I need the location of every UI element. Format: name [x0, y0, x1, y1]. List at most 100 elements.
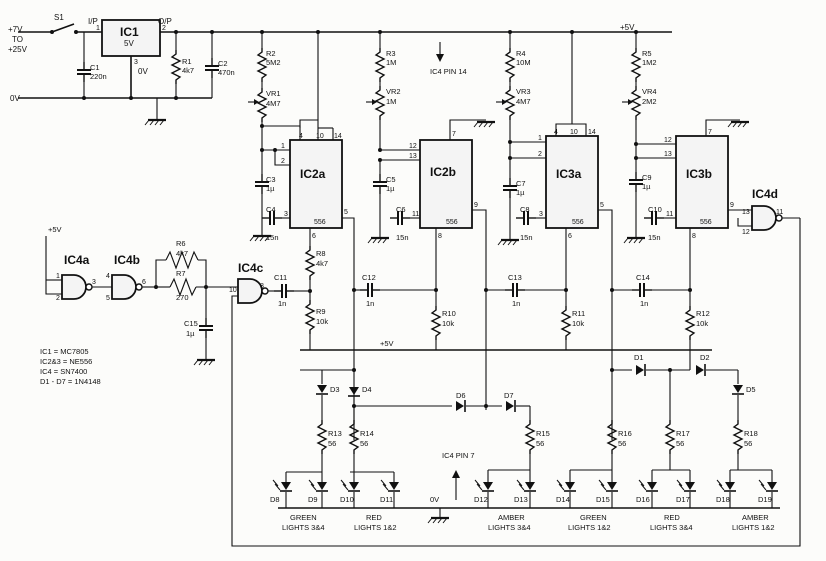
c6-label: C6	[396, 205, 406, 214]
c5-label: C5	[386, 175, 396, 184]
d8-label: D8	[270, 495, 280, 504]
ic2b-pin9: 9	[474, 202, 478, 209]
ic3b-pin13: 13	[664, 151, 672, 158]
d17-label: D17	[676, 495, 690, 504]
r11-label: R11	[572, 309, 585, 318]
c13-value: 1n	[512, 299, 520, 308]
regulator-ic1	[101, 19, 161, 57]
reg-in-pin: 1	[96, 25, 100, 32]
d12-label: D12	[474, 495, 488, 504]
ic2b-pin13: 13	[409, 153, 417, 160]
r14-label: R14	[360, 429, 374, 438]
c11-label: C11	[274, 273, 287, 282]
legend-ic1: IC1 = MC7805	[40, 347, 89, 356]
ic4a-pin2: 2	[56, 295, 60, 302]
c3-value: 1µ	[266, 184, 275, 193]
c8-value: 15n	[520, 233, 533, 242]
ic3b-pin7: 7	[708, 129, 712, 136]
d3-label: D3	[330, 385, 340, 394]
c9-value: 1µ	[642, 182, 651, 191]
legend-diodes: D1 - D7 = 1N4148	[40, 377, 101, 386]
c13-label: C13	[508, 273, 522, 282]
c4-value: 15n	[266, 233, 279, 242]
ic2a-timer	[289, 139, 343, 229]
r15-label: R15	[536, 429, 550, 438]
r15-value: 56	[536, 439, 544, 448]
d5-label: D5	[746, 385, 756, 394]
r13-label: R13	[328, 429, 342, 438]
r16-label: R16	[618, 429, 632, 438]
ic3a-type: 556	[572, 219, 584, 226]
r12-label: R12	[696, 309, 710, 318]
led-ground-label: 0V	[430, 495, 439, 504]
legend-ic23: IC2&3 = NE556	[40, 357, 92, 366]
ic4a-pin3: 3	[92, 279, 96, 286]
c3-label: C3	[266, 175, 276, 184]
r10-value: 10k	[442, 319, 454, 328]
ic3a-timer	[545, 135, 599, 229]
group-5-lights: LIGHTS 3&4	[650, 523, 693, 532]
group-2-lights: LIGHTS 1&2	[354, 523, 397, 532]
ic3a-pin1: 1	[538, 135, 542, 142]
ic4d-label: IC4d	[752, 187, 778, 201]
ic3a-label: IC3a	[556, 167, 582, 181]
ic4c-pin8: 8	[260, 283, 264, 290]
ic2a-pin5: 5	[344, 209, 348, 216]
ic3b-pin9: 9	[730, 202, 734, 209]
ic4-supply-label: +5V	[48, 225, 62, 234]
c2-label: C2	[218, 59, 228, 68]
d13-label: D13	[514, 495, 528, 504]
mid-rail-label: +5V	[380, 339, 394, 348]
c10-value: 15n	[648, 233, 661, 242]
d15-label: D15	[596, 495, 610, 504]
ic2b-type: 556	[446, 219, 458, 226]
c14-value: 1n	[640, 299, 648, 308]
c9-label: C9	[642, 173, 652, 182]
group-6-lights: LIGHTS 1&2	[732, 523, 775, 532]
group-1-lights: LIGHTS 3&4	[282, 523, 325, 532]
ic2b-timer	[419, 139, 473, 229]
group-3-colour: AMBER	[498, 513, 525, 522]
ic2a-pin3: 3	[284, 211, 288, 218]
vr4-label: VR4	[642, 87, 657, 96]
r7-value: 270	[176, 293, 189, 302]
d18-label: D18	[716, 495, 730, 504]
c15-label: C15	[184, 319, 198, 328]
vr2-value: 1M	[386, 97, 396, 106]
r3-label: R3	[386, 49, 396, 58]
ic3a-pin3: 3	[539, 211, 543, 218]
d9-label: D9	[308, 495, 318, 504]
ic3b-label: IC3b	[686, 167, 712, 181]
c7-value: 1µ	[516, 188, 525, 197]
r5-value: 1M2	[642, 58, 657, 67]
ic2a-pin2: 2	[281, 158, 285, 165]
d16-label: D16	[636, 495, 650, 504]
ic2b-label: IC2b	[430, 165, 456, 179]
ic3b-pin8: 8	[692, 233, 696, 240]
ic3a-pin6: 6	[568, 233, 572, 240]
r1-value: 4k7	[182, 66, 194, 75]
r11-value: 10k	[572, 319, 584, 328]
legend-ic4: IC4 = SN7400	[40, 367, 87, 376]
c8-label: C8	[520, 205, 530, 214]
c12-value: 1n	[366, 299, 374, 308]
c5-value: 1µ	[386, 184, 395, 193]
r4-label: R4	[516, 49, 526, 58]
ic2a-label: IC2a	[300, 167, 326, 181]
r7-label: R7	[176, 269, 186, 278]
group-3-lights: LIGHTS 3&4	[488, 523, 531, 532]
r8-label: R8	[316, 249, 326, 258]
ic4b-label: IC4b	[114, 253, 140, 267]
switch-label: S1	[54, 13, 64, 22]
vr1-label: VR1	[266, 89, 281, 98]
ic3a-pin2: 2	[538, 151, 542, 158]
d1-label: D1	[634, 353, 644, 362]
ic2a-type: 556	[314, 219, 326, 226]
ic4-pin7-note: IC4 PIN 7	[442, 451, 475, 460]
c2-value: 470n	[218, 68, 235, 77]
rail-label: +5V	[620, 23, 635, 32]
r18-label: R18	[744, 429, 758, 438]
vr3-label: VR3	[516, 87, 531, 96]
r17-value: 56	[676, 439, 684, 448]
